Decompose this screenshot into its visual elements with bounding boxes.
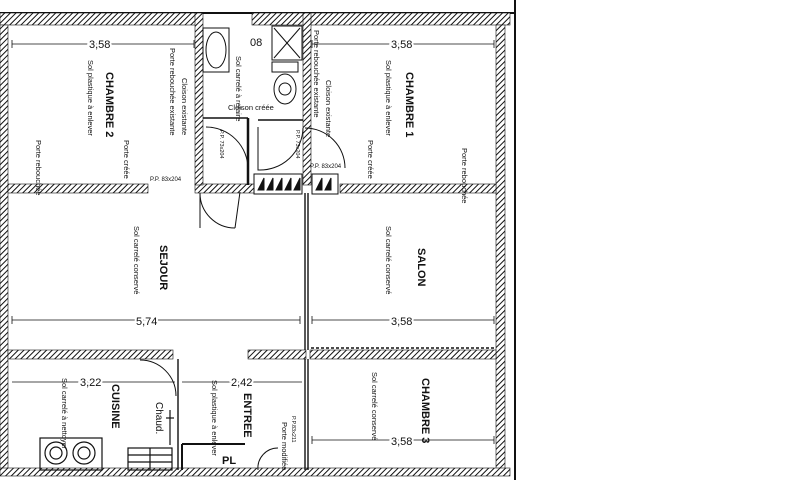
vent-icon xyxy=(311,173,339,195)
note-porte-rebouchee-right: Porte rebouchée xyxy=(460,148,469,203)
note-pp-small-right: P.P. 73x204 xyxy=(294,130,300,159)
note-porte-rebouchee-existante-right: Porte rebouchée existante xyxy=(312,30,321,118)
dimension-lines xyxy=(11,40,495,444)
note-pp-small-left: P.P. 73x204 xyxy=(218,130,224,159)
note-cloison-creee: Cloison créée xyxy=(228,103,274,112)
toilet-tank-icon xyxy=(271,61,299,73)
washbasin-icon xyxy=(202,27,230,73)
note-porte-creee-left: Porte créée xyxy=(122,140,131,179)
bathroom-fixtures xyxy=(202,25,303,105)
floor-chambre2: Sol plastique à enlever xyxy=(86,60,95,136)
room-name-sejour: SEJOUR xyxy=(157,245,169,290)
room-name-cuisine: CUISINE xyxy=(109,384,121,429)
stove-icon xyxy=(39,437,103,471)
outer-frame xyxy=(0,0,516,480)
note-pl: PL xyxy=(222,455,236,467)
dim-entree: 2,42 xyxy=(231,377,252,389)
walls xyxy=(0,12,511,477)
shower-icon xyxy=(271,25,303,61)
note-pp-left: P.P. 83x204 xyxy=(150,177,182,183)
note-pp-entree: P.P.83x211 xyxy=(290,416,296,443)
floor-cuisine: Sol carrelé à nettoyer xyxy=(60,378,69,450)
note-chaud: Chaud. xyxy=(153,402,164,434)
note-porte-modifiee: Porte modifiée xyxy=(280,422,289,470)
dim-salon: 3,58 xyxy=(391,316,412,328)
floor-chambre3: Sol carrelé conservé xyxy=(370,372,379,440)
note-cloison-existante-left: Cloison existante xyxy=(180,78,189,135)
floor-notes: Sol plastique à enlever Sol plastique à … xyxy=(60,56,393,456)
floor-salon: Sol carrelé conservé xyxy=(384,226,393,294)
dim-chambre1: 3,58 xyxy=(391,39,412,51)
note-cloison-existante-right: Cloison existante xyxy=(324,80,333,137)
partitions xyxy=(177,117,496,470)
note-porte-rebouchee-left: Porte rebouchée xyxy=(34,140,43,195)
floor-chambre1: Sol plastique à enlever xyxy=(384,60,393,136)
room-name-chambre2: CHAMBRE 2 xyxy=(103,72,115,137)
floor-sejour: Sol carrelé conservé xyxy=(132,226,141,294)
dim-cuisine: 3,22 xyxy=(80,377,101,389)
door-swings xyxy=(139,126,346,471)
room-name-salon: SALON xyxy=(415,248,427,287)
dim-chambre3: 3,58 xyxy=(391,436,412,448)
toilet-bowl-icon xyxy=(273,73,297,105)
room-name-chambre1: CHAMBRE 1 xyxy=(403,72,415,137)
floor-entree: Sol plastique à enlever xyxy=(210,380,219,456)
dim-sejour: 5,74 xyxy=(136,316,157,328)
annotations: Porte rebouchée Porte créée Porte rebouc… xyxy=(34,30,469,470)
note-porte-creee-right: Porte créée xyxy=(366,140,375,179)
room-name-entree: ENTREE xyxy=(241,393,253,438)
vent-grilles xyxy=(253,173,339,195)
note-pp-right: P.P. 83x204 xyxy=(310,164,342,170)
room-name-chambre3: CHAMBRE 3 xyxy=(419,378,431,443)
note-porte-rebouchee-existante-left: Porte rebouchée existante xyxy=(168,48,177,136)
room-names: CHAMBRE 2 CHAMBRE 1 SEJOUR SALON CUISINE… xyxy=(103,72,431,443)
floor-sdb: Sol carrelé à refaire xyxy=(234,56,243,121)
dimension-labels: 3,58 3,58 08 5,74 3,58 3,22 2,42 3,58 xyxy=(78,35,414,450)
kitchen-fixtures xyxy=(39,410,174,471)
dim-sdb: 08 xyxy=(250,37,262,49)
dim-chambre2: 3,58 xyxy=(89,39,110,51)
